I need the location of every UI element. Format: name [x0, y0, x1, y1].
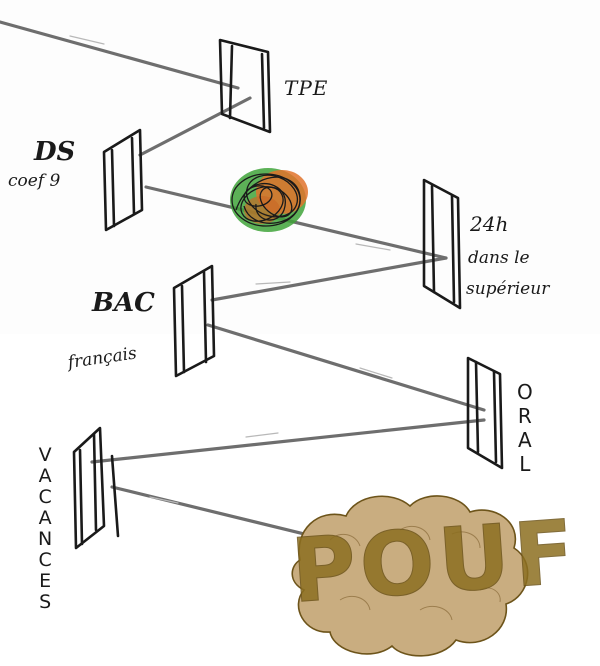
- beam-tpe-to-ds: [138, 96, 252, 157]
- label-oral: O R A L: [517, 382, 533, 474]
- beams: [0, 20, 486, 554]
- portals: [72, 38, 504, 550]
- label-coef: coef 9: [8, 171, 61, 191]
- label-vacances-letter: C: [38, 549, 52, 571]
- scribble-knot-icon: [230, 168, 308, 232]
- label-oral-letter: L: [519, 452, 531, 476]
- label-tpe: TPE: [284, 76, 329, 100]
- label-oral-letter: R: [517, 404, 532, 428]
- label-vacances: V A C A N C E S: [38, 446, 52, 612]
- portal-frame-icon: [172, 264, 216, 378]
- label-vacances-letter: A: [38, 465, 52, 487]
- label-vacances-letter: V: [38, 444, 52, 466]
- portal-frame-icon: [72, 426, 120, 550]
- beam-ds-to-24h: [144, 185, 448, 260]
- label-dans-le: dans le: [468, 248, 530, 268]
- top-panel: [0, 0, 600, 334]
- portal-frame-icon: [102, 128, 144, 232]
- beam-24h-to-bac: [210, 256, 448, 302]
- beam-hatching: [69, 35, 393, 504]
- portal-frame-icon: [466, 356, 504, 470]
- dust-cloud-icon: [291, 495, 529, 657]
- label-vacances-letter: C: [38, 486, 52, 508]
- label-bac: BAC: [92, 288, 155, 318]
- label-vacances-letter: N: [38, 528, 53, 550]
- beam-oral-to-vacances: [90, 418, 486, 464]
- label-vacances-letter: S: [39, 591, 52, 613]
- beam-incoming: [0, 20, 240, 90]
- label-ds: DS: [34, 137, 76, 167]
- label-pouf: POUF: [288, 499, 582, 623]
- label-superieur: supérieur: [466, 279, 550, 299]
- portal-frame-icon: [218, 38, 272, 134]
- label-24h: 24h: [470, 212, 509, 236]
- label-oral-letter: A: [518, 428, 532, 452]
- label-oral-letter: O: [517, 380, 533, 404]
- beam-bac-to-oral: [206, 323, 486, 412]
- portal-frame-icon: [422, 178, 462, 310]
- label-vacances-letter: E: [39, 570, 52, 592]
- label-vacances-letter: A: [38, 507, 52, 529]
